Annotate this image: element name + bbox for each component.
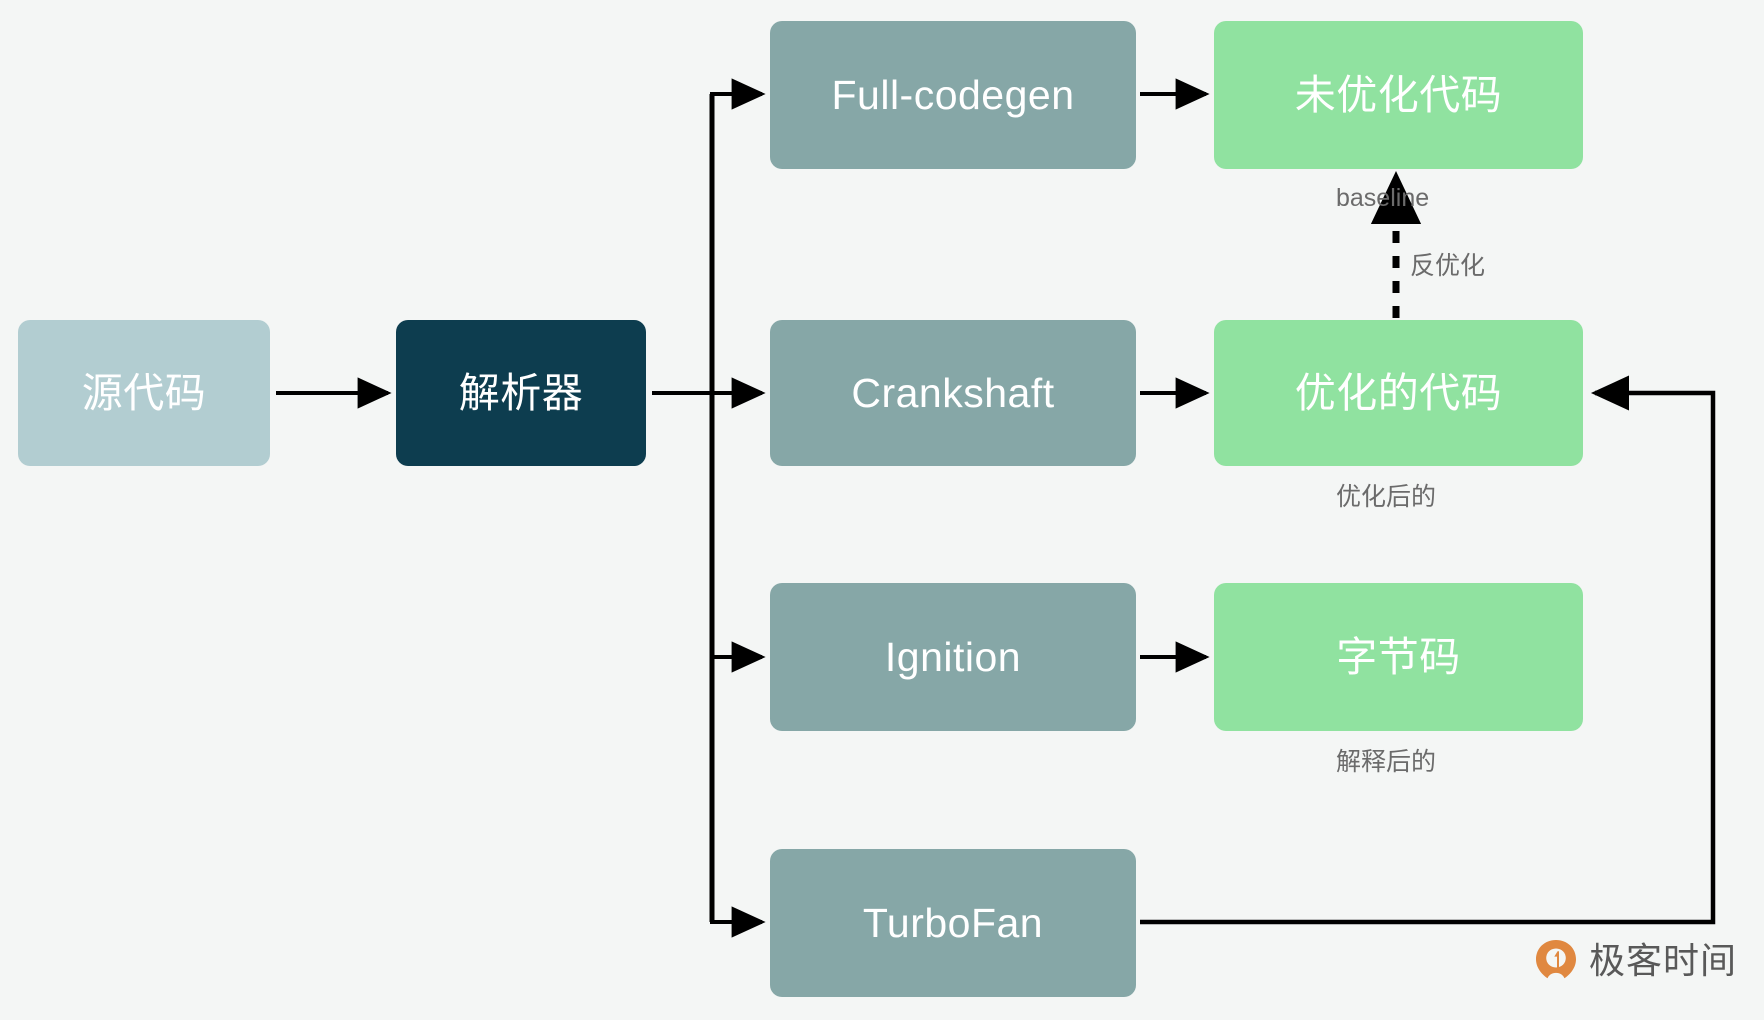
caption-interpreted: 解释后的 [1336, 748, 1437, 776]
edge-label-deoptimize: 反优化 [1410, 252, 1486, 280]
node-label-full-codegen: Full-codegen [831, 71, 1075, 118]
node-label-bytecode: 字节码 [1336, 633, 1461, 680]
node-source-code[interactable]: 源代码 [18, 320, 270, 466]
node-turbofan[interactable]: TurboFan [770, 849, 1136, 997]
node-full-codegen[interactable]: Full-codegen [770, 21, 1136, 169]
node-ignition[interactable]: Ignition [770, 583, 1136, 731]
node-unoptimized-code[interactable]: 未优化代码 [1214, 21, 1583, 169]
node-label-turbofan: TurboFan [862, 899, 1044, 946]
brand-name: 极客时间 [1589, 940, 1738, 981]
node-label-parser: 解析器 [458, 369, 584, 416]
edge-label-baseline: baseline [1336, 184, 1430, 212]
node-crankshaft[interactable]: Crankshaft [770, 320, 1136, 466]
node-optimized-code[interactable]: 优化的代码 [1214, 320, 1583, 466]
edge-turbofan-to-optimized-loop [1140, 375, 1716, 925]
caption-optimized: 优化后的 [1336, 483, 1437, 511]
node-label-ignition: Ignition [884, 633, 1022, 680]
node-label-unoptimized-code: 未优化代码 [1294, 71, 1503, 118]
brand-logo: 极客时间 [1533, 938, 1737, 984]
node-label-source-code: 源代码 [81, 369, 207, 416]
node-parser[interactable]: 解析器 [396, 320, 646, 466]
node-bytecode[interactable]: 字节码 [1214, 583, 1583, 731]
geektime-logo-icon [1533, 938, 1579, 984]
node-label-optimized-code: 优化的代码 [1294, 369, 1503, 416]
node-label-crankshaft: Crankshaft [851, 369, 1055, 416]
